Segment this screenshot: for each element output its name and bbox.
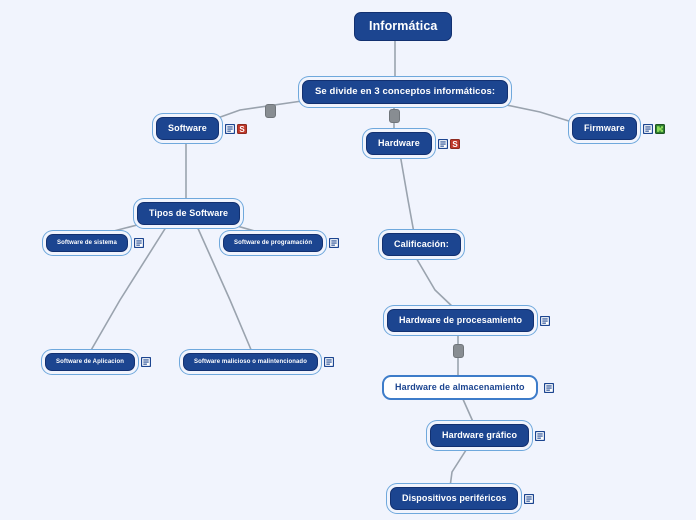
node-hardware[interactable]: Hardware	[366, 132, 460, 155]
note-icon[interactable]	[544, 383, 554, 393]
note-icon[interactable]	[643, 124, 653, 134]
node-label-software-de-sistema[interactable]: Software de sistema	[46, 234, 128, 252]
node-hardware-grafico[interactable]: Hardware gráfico	[430, 424, 545, 447]
collapse-toggle-software[interactable]	[265, 104, 276, 118]
node-icons-hardware-de-almacenamiento	[544, 383, 554, 393]
note-icon[interactable]	[329, 238, 339, 248]
note-icon[interactable]	[225, 124, 235, 134]
node-icons-hardware-de-procesamiento	[540, 316, 550, 326]
stamp-s-icon[interactable]	[450, 139, 460, 149]
node-firmware[interactable]: Firmware	[572, 117, 665, 140]
node-label-software-malicioso[interactable]: Software malicioso o malintencionado	[183, 353, 318, 371]
stamp-s-icon[interactable]	[237, 124, 247, 134]
node-software[interactable]: Software	[156, 117, 247, 140]
note-icon[interactable]	[141, 357, 151, 367]
node-icons-software-de-sistema	[134, 238, 144, 248]
note-icon[interactable]	[540, 316, 550, 326]
node-label-tipos-de-software[interactable]: Tipos de Software	[137, 202, 241, 225]
node-label-software-de-programacion[interactable]: Software de programación	[223, 234, 324, 252]
node-label-software[interactable]: Software	[156, 117, 219, 140]
edge-hardware-to-calificacion	[399, 153, 415, 234]
node-hardware-de-almacenamiento[interactable]: Hardware de almacenamiento	[382, 375, 554, 400]
node-hardware-de-procesamiento[interactable]: Hardware de procesamiento	[387, 309, 550, 332]
node-icons-software-malicioso	[324, 357, 334, 367]
note-icon[interactable]	[438, 139, 448, 149]
node-label-hardware-grafico[interactable]: Hardware gráfico	[430, 424, 530, 447]
node-label-calificacion[interactable]: Calificación:	[382, 233, 461, 256]
edge-hardware-grafico-to-dispositivos-perifericos	[449, 446, 469, 488]
note-icon[interactable]	[134, 238, 144, 248]
node-icons-hardware	[438, 139, 460, 149]
node-label-informatica[interactable]: Informática	[354, 12, 453, 41]
node-icons-software-de-aplicacion	[141, 357, 151, 367]
node-icons-firmware	[643, 124, 665, 134]
note-icon[interactable]	[324, 357, 334, 367]
node-software-malicioso[interactable]: Software malicioso o malintencionado	[183, 353, 334, 371]
node-dispositivos-perifericos[interactable]: Dispositivos periféricos	[390, 487, 534, 510]
node-icons-hardware-grafico	[535, 431, 545, 441]
collapse-toggle-hardware[interactable]	[389, 109, 400, 123]
note-icon[interactable]	[535, 431, 545, 441]
node-informatica[interactable]: Informática	[354, 12, 453, 41]
node-label-se-divide[interactable]: Se divide en 3 conceptos informáticos:	[302, 80, 509, 104]
node-icons-software	[225, 124, 247, 134]
node-icons-dispositivos-perifericos	[524, 494, 534, 504]
collapse-toggle-almacenamiento[interactable]	[453, 344, 464, 358]
node-label-dispositivos-perifericos[interactable]: Dispositivos periféricos	[390, 487, 519, 510]
node-icons-software-de-programacion	[329, 238, 339, 248]
node-label-firmware[interactable]: Firmware	[572, 117, 637, 140]
node-label-hardware[interactable]: Hardware	[366, 132, 432, 155]
edge-se-divide-to-firmware	[486, 100, 573, 123]
node-software-de-sistema[interactable]: Software de sistema	[46, 234, 144, 252]
node-label-hardware-de-procesamiento[interactable]: Hardware de procesamiento	[387, 309, 535, 332]
node-label-software-de-aplicacion[interactable]: Software de Aplicacion	[45, 353, 135, 371]
edge-calificacion-to-hardware-de-procesamiento	[414, 255, 456, 310]
node-label-hardware-de-almacenamiento[interactable]: Hardware de almacenamiento	[382, 375, 538, 400]
node-se-divide[interactable]: Se divide en 3 conceptos informáticos:	[302, 80, 509, 104]
edge-hardware-de-almacenamiento-to-hardware-grafico	[461, 396, 475, 425]
node-software-de-aplicacion[interactable]: Software de Aplicacion	[45, 353, 151, 371]
note-icon[interactable]	[524, 494, 534, 504]
puzzle-icon[interactable]	[655, 124, 665, 134]
node-calificacion[interactable]: Calificación:	[382, 233, 461, 256]
node-software-de-programacion[interactable]: Software de programación	[223, 234, 339, 252]
node-tipos-de-software[interactable]: Tipos de Software	[137, 202, 241, 225]
